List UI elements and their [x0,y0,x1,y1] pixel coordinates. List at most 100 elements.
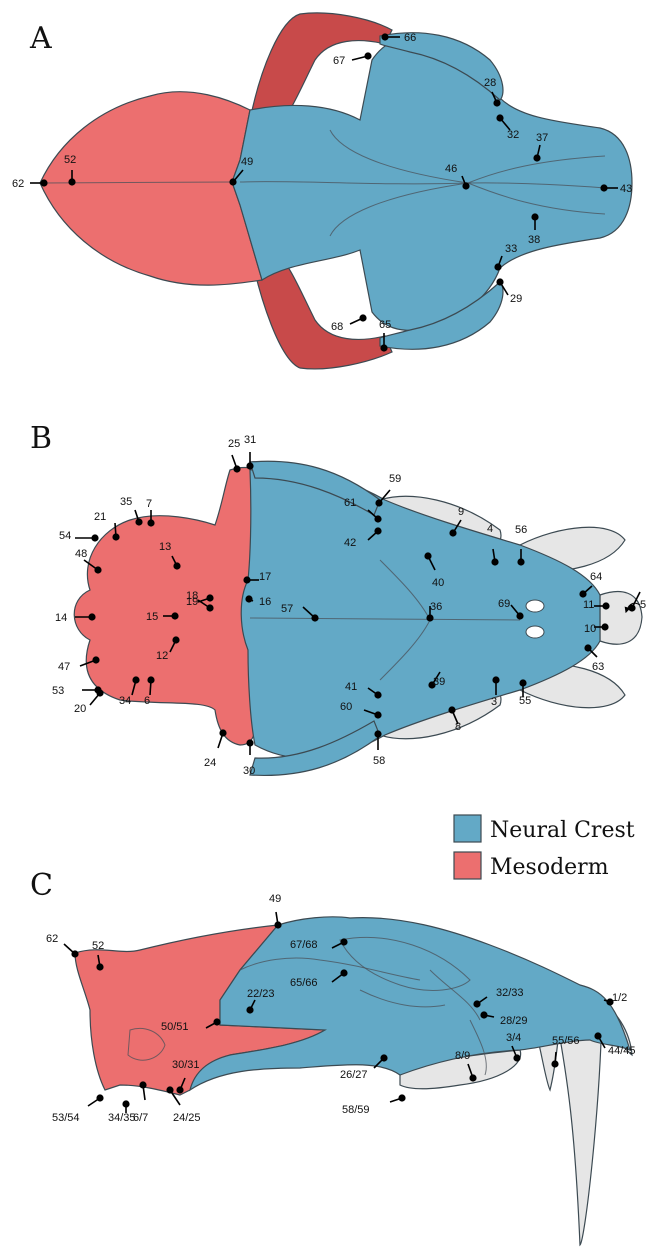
landmark-label: 35 [120,496,132,508]
landmark-dot [492,676,499,683]
landmark-dot [96,1094,103,1101]
landmark-b-24: 24 [204,729,227,769]
landmark-dot [91,534,98,541]
landmark-label: 6 [144,695,150,707]
landmark-dot [494,263,501,270]
panel-a-braincase-mesoderm [40,92,262,285]
landmark-dot [374,527,381,534]
landmark-dot [171,612,178,619]
panel-c: C [30,868,632,1245]
landmark-label: 58/59 [342,1104,370,1116]
landmark-label: 44/45 [608,1045,636,1057]
landmark-label: 55 [519,695,531,707]
landmark-label: 25 [228,438,240,450]
landmark-label: 61 [344,497,356,509]
landmark-c-18: 34/35 [108,1100,136,1124]
landmark-dot [473,1000,480,1007]
landmark-label: 28/29 [500,1015,528,1027]
landmark-label: 8 [455,721,461,733]
landmark-dot [513,1054,520,1061]
landmark-label: 67/68 [290,939,318,951]
landmark-dot [139,1081,146,1088]
landmark-dot [584,644,591,651]
landmark-label: 62 [12,178,24,190]
landmark-dot [496,114,503,121]
landmark-label: 60 [340,701,352,713]
landmark-label: 36 [430,601,442,613]
landmark-label: 69 [498,598,510,610]
landmark-dot [88,613,95,620]
landmark-label: 21 [94,511,106,523]
landmark-dot [380,1054,387,1061]
landmark-dot [496,278,503,285]
legend-mesoderm-swatch [454,852,481,879]
landmark-label: 63 [592,661,604,673]
landmark-label: 29 [510,293,522,305]
landmark-label: 31 [244,434,256,446]
landmark-label: 13 [159,541,171,553]
landmark-dot [600,184,607,191]
landmark-b-40: 53 [52,685,102,697]
landmark-c-0: 49 [269,893,282,929]
landmark-dot [601,623,608,630]
landmark-label: 38 [528,234,540,246]
landmark-dot [340,938,347,945]
legend: Neural Crest Mesoderm [454,815,635,880]
landmark-dot [469,1074,476,1081]
landmark-label: 33 [505,243,517,255]
landmark-dot [206,594,213,601]
landmark-dot [173,562,180,569]
landmark-label: 17 [259,571,271,583]
landmark-label: 34/35 [108,1112,136,1124]
landmark-label: 64 [590,571,602,583]
landmark-dot [206,604,213,611]
landmark-label: 52 [64,154,76,166]
landmark-label: 11 [583,599,594,611]
landmark-label: 67 [333,55,345,67]
landmark-label: 5 [640,599,646,611]
landmark-dot [426,614,433,621]
panel-b-basicranium-mesoderm [74,468,262,745]
panel-b: B [30,421,642,775]
landmark-label: 3 [491,696,497,708]
landmark-label: 15 [146,611,158,623]
panel-b-letter: B [30,421,52,456]
landmark-label: 16 [259,596,271,608]
landmark-label: 53/54 [52,1112,80,1124]
landmark-dot [112,533,119,540]
landmark-dot [551,1060,558,1067]
landmark-label: 42 [344,537,356,549]
landmark-dot [94,566,101,573]
legend-mesoderm-label: Mesoderm [490,855,609,880]
landmark-dot [493,99,500,106]
landmark-dot [311,614,318,621]
landmark-label: 48 [75,548,87,560]
landmark-label: 14 [55,612,67,624]
landmark-dot [246,1006,253,1013]
landmark-dot [147,519,154,526]
landmark-label: 10 [584,623,596,635]
landmark-dot [533,154,540,161]
landmark-b-0: 25 [228,438,241,473]
landmark-label: 37 [536,132,548,144]
landmark-dot [219,729,226,736]
landmark-label: 52 [92,940,104,952]
landmark-label: 24 [204,757,216,769]
landmark-dot [135,518,142,525]
landmark-label: 32/33 [496,987,524,999]
landmark-dot [491,558,498,565]
landmark-dot [374,711,381,718]
landmark-dot [374,515,381,522]
landmark-dot [359,314,366,321]
landmark-dot [340,969,347,976]
landmark-label: 49 [241,156,253,168]
landmark-label: 12 [156,650,168,662]
landmark-label: 65 [379,319,391,331]
legend-neural-crest-label: Neural Crest [490,818,635,843]
landmark-label: 40 [432,577,444,589]
landmark-dot [375,499,382,506]
landmark-dot [519,679,526,686]
landmark-dot [374,691,381,698]
landmark-label: 59 [389,473,401,485]
